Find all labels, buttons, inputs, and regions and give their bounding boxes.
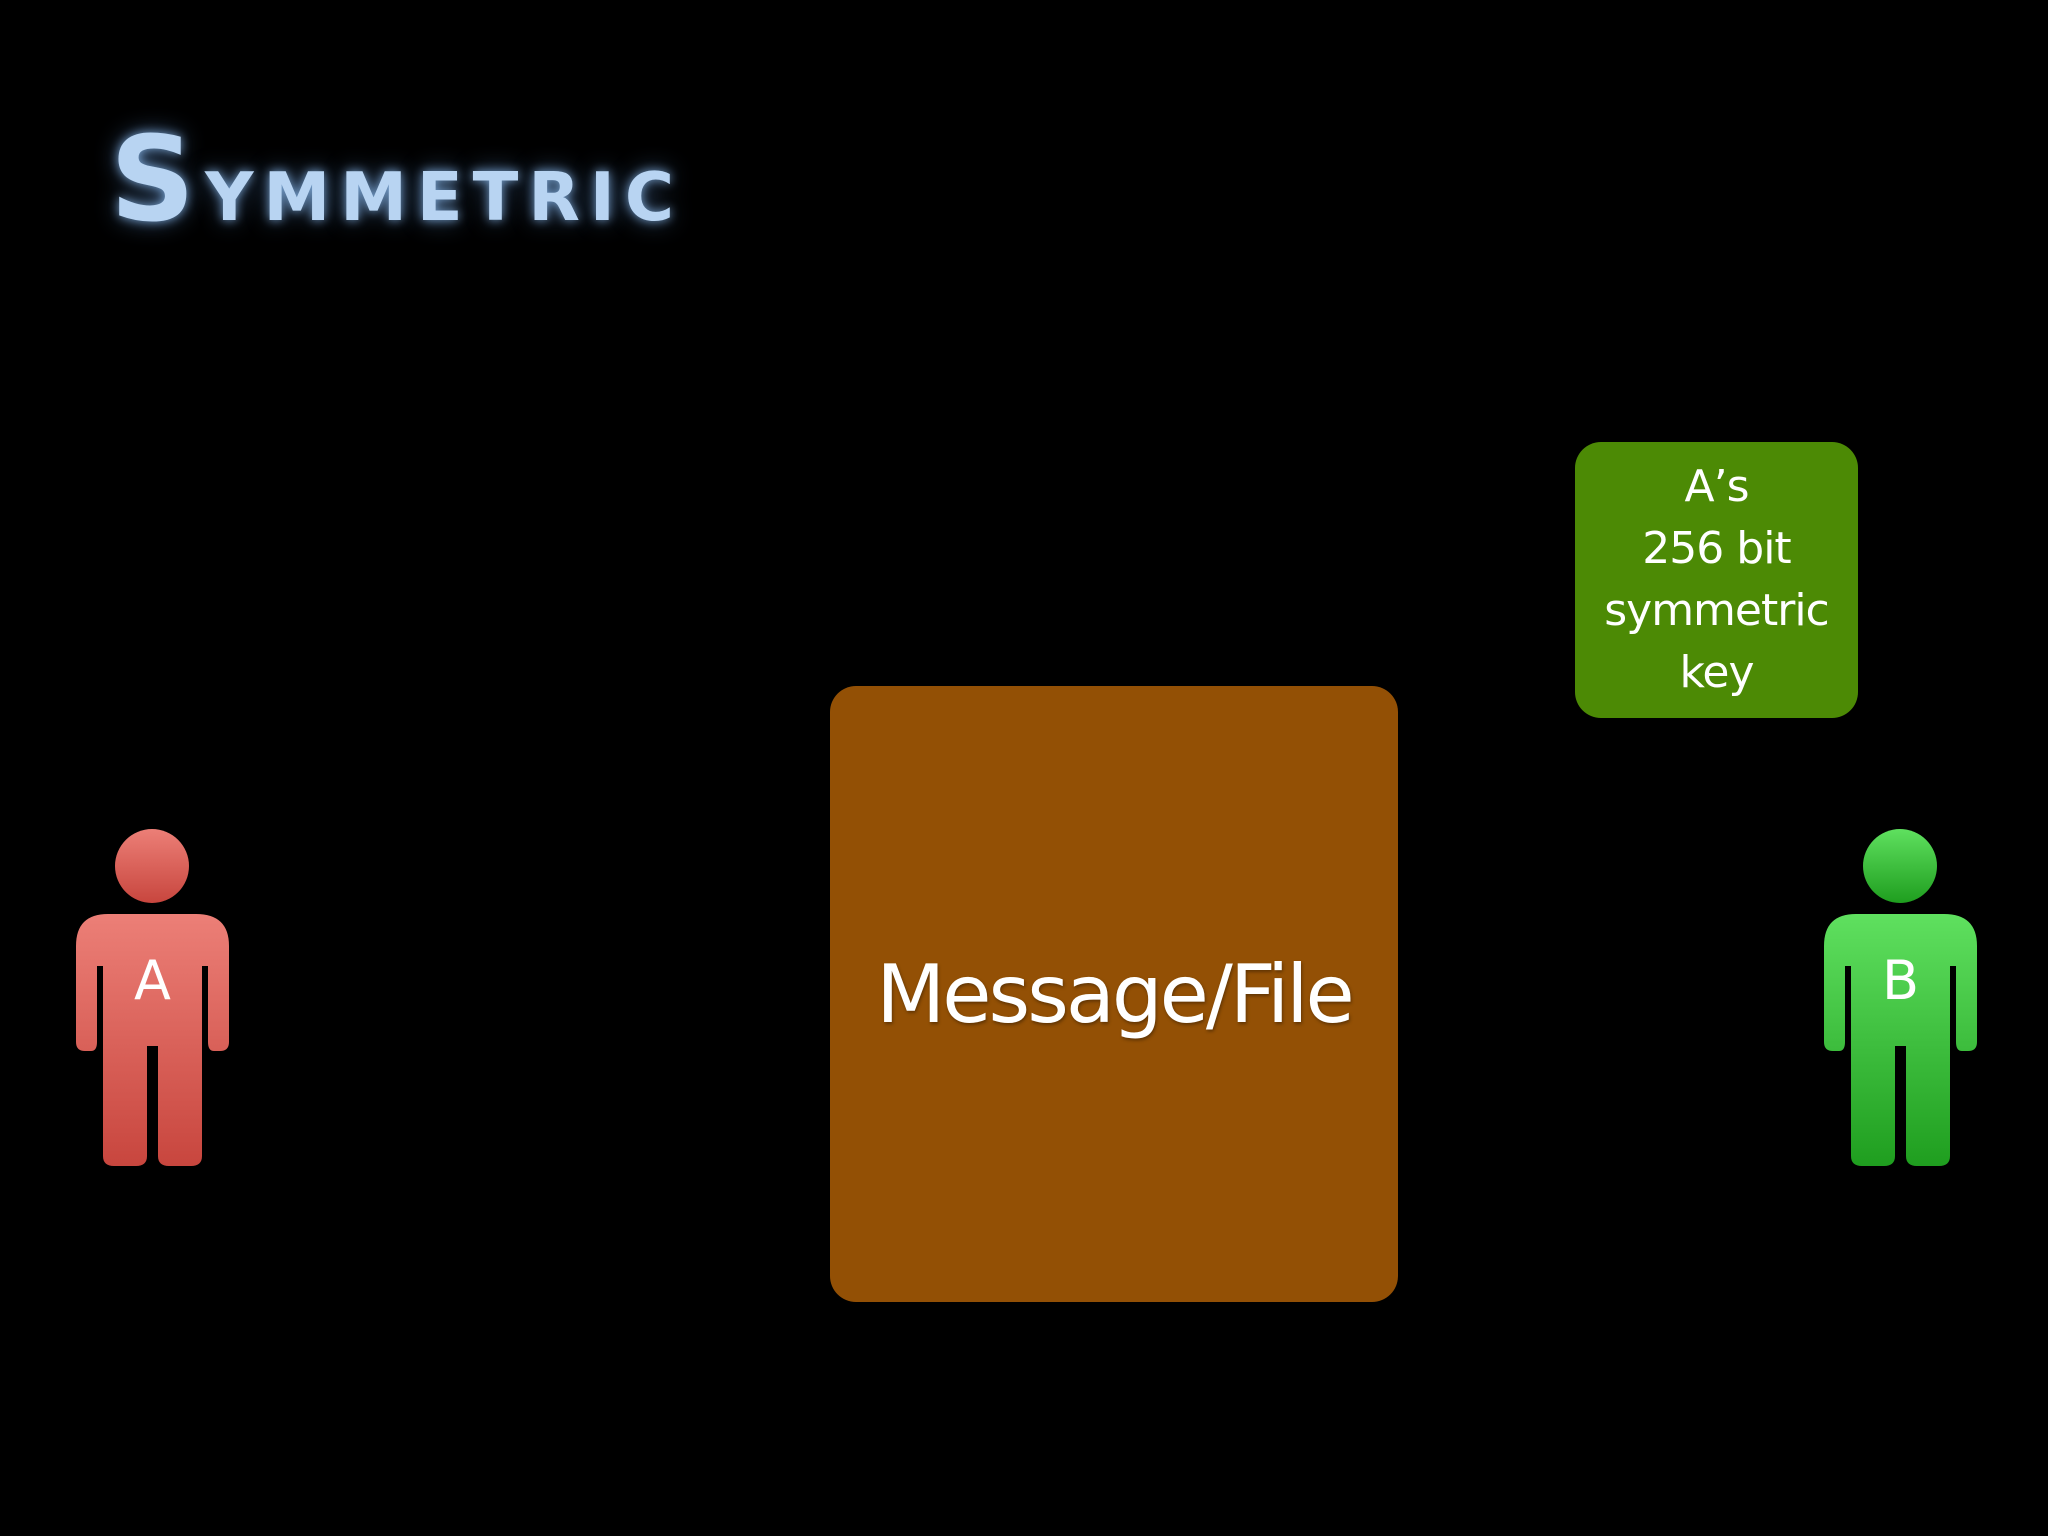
person-icon [1824,829,1977,1166]
message-file-box: Message/File [830,686,1398,1302]
key-line-size: 256 bit [1642,523,1791,574]
person-b-label: B [1881,949,1920,1012]
key-line-owner: A’s [1684,461,1749,512]
title-rest: ymmetric [205,131,685,243]
person-a: A [70,826,235,1170]
key-line-type: symmetric [1604,585,1830,636]
slide-title: Symmetric [110,120,684,238]
person-a-label: A [134,949,171,1012]
symmetric-key-box: A’s 256 bit symmetric key [1575,442,1858,718]
key-line-word: key [1679,647,1754,698]
message-label: Message/File [876,947,1354,1041]
key-label: A’s 256 bit symmetric key [1604,456,1830,704]
person-icon [76,829,229,1166]
title-first-letter: S [110,110,205,248]
person-b: B [1818,826,1983,1170]
